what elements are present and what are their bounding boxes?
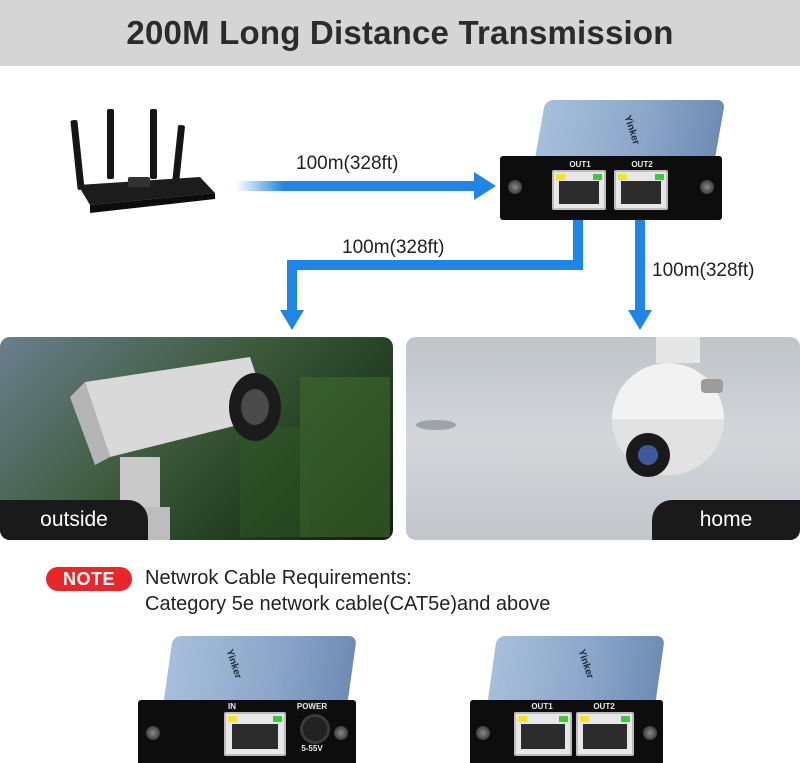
arrow-outside-head	[280, 310, 304, 330]
arrow-router-line	[236, 181, 476, 191]
arrow-outside-line	[287, 210, 583, 312]
ethernet-port-out1	[514, 712, 572, 756]
port-label-out2: OUT2	[631, 160, 653, 169]
screw-icon	[146, 726, 160, 740]
dome-camera-image	[416, 337, 724, 477]
device-top-surface	[487, 636, 665, 706]
note-line-2: Category 5e network cable(CAT5e)and abov…	[145, 593, 551, 615]
page-title: 200M Long Distance Transmission	[126, 14, 674, 51]
router-image	[70, 109, 215, 213]
ethernet-port-in	[224, 712, 286, 756]
ethernet-port-out2	[576, 712, 634, 756]
ethernet-port-out1	[552, 170, 606, 210]
arrow-home-head	[628, 310, 652, 330]
screw-icon	[334, 726, 348, 740]
distance-label-home: 100m(328ft)	[652, 260, 755, 281]
ethernet-port-out2	[614, 170, 668, 210]
distance-label-outside: 100m(328ft)	[342, 237, 445, 258]
extender-device-input: Yinker IN POWER 5-55V	[138, 636, 358, 763]
power-jack-icon	[300, 714, 330, 744]
screw-icon	[476, 726, 490, 740]
extender-device-output: Yinker OUT1 OUT2	[470, 636, 665, 763]
distance-label-router: 100m(328ft)	[296, 153, 399, 174]
voltage-label: 5-55V	[301, 744, 323, 753]
device-front-plate: IN POWER 5-55V	[138, 700, 356, 763]
device-front-plate: OUT1 OUT2	[500, 156, 722, 220]
title-banner: 200M Long Distance Transmission	[0, 0, 800, 66]
note-badge-text: NOTE	[62, 568, 115, 589]
screw-icon	[508, 180, 522, 194]
power-label: POWER	[296, 702, 328, 711]
screw-icon	[643, 726, 657, 740]
note-badge: NOTE	[46, 567, 132, 591]
home-label-tag: home	[652, 500, 800, 540]
home-label: home	[699, 508, 753, 531]
outside-label-tag: outside	[0, 500, 148, 540]
port-label-out2: OUT2	[593, 702, 615, 711]
outside-label: outside	[40, 508, 108, 531]
extender-device-top: Yinker OUT1 OUT2	[500, 100, 726, 222]
device-front-plate: OUT1 OUT2	[470, 700, 663, 763]
arrow-router-head	[474, 172, 496, 200]
port-label-out1: OUT1	[569, 160, 591, 169]
port-label-in: IN	[228, 702, 236, 711]
arrows-layer	[236, 172, 652, 330]
home-scene-image	[406, 337, 800, 540]
port-label-out1: OUT1	[531, 702, 553, 711]
note-line-1: Netwrok Cable Requirements:	[145, 567, 412, 589]
screw-icon	[700, 180, 714, 194]
device-top-surface	[163, 636, 357, 706]
